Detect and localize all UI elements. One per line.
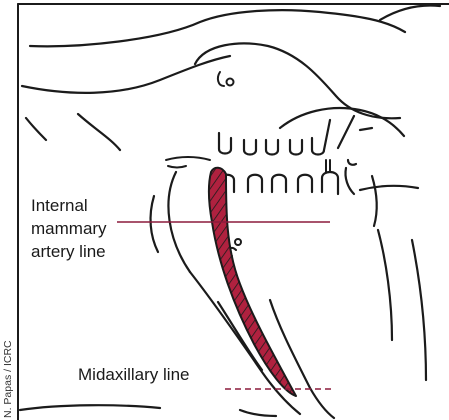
lower-rib-row	[220, 160, 377, 226]
image-credit: N. Papas / ICRC	[2, 340, 14, 418]
incision-band	[209, 168, 296, 396]
upper-rib-row	[219, 116, 372, 155]
internal-mammary-label: Internal mammary artery line	[31, 194, 107, 263]
midaxillary-label: Midaxillary line	[78, 363, 189, 386]
sternum-detail	[166, 157, 330, 172]
arm-outline	[22, 6, 440, 190]
